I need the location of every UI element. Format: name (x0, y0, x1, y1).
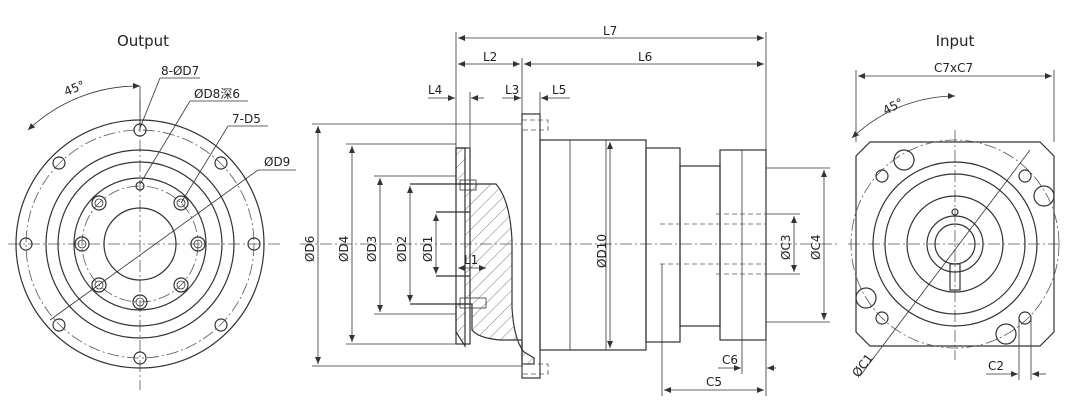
output-title: Output (117, 32, 169, 50)
input-corner-hole-tl (875, 169, 889, 183)
outer-hole (133, 351, 147, 365)
input-hex-screw (1033, 185, 1055, 207)
input-hex-screw (893, 149, 915, 171)
inner-hole (176, 198, 186, 208)
input-corner-hole-br (1018, 311, 1032, 325)
l1-label: L1 (464, 253, 478, 267)
d5-label: 7-D5 (232, 112, 261, 126)
inner-hole (77, 239, 87, 249)
l5-label: L5 (552, 83, 566, 97)
c1-label: ØC1 (849, 351, 876, 380)
flange-plate (521, 113, 541, 379)
l4-label: L4 (428, 83, 442, 97)
inner-hole (132, 294, 148, 310)
output-inner-holes (74, 181, 206, 310)
output-angle-arc (27, 82, 141, 131)
c3-label: ØC3 (779, 235, 793, 260)
d3-label: ØD3 (365, 236, 379, 262)
d2-label: ØD2 (395, 236, 409, 262)
input-bolt-circle (850, 139, 1060, 349)
d7-label: 8-ØD7 (161, 64, 199, 78)
d9-leader (49, 169, 259, 321)
horizontal-dims: L7 L2 L6 L4 L3 L5 (428, 24, 767, 150)
input-ring-mid (884, 173, 1026, 315)
housing-ring (645, 147, 681, 343)
c2-label: C2 (988, 359, 1004, 373)
d6-label: ØD6 (303, 236, 317, 262)
inner-hole (135, 181, 145, 191)
input-clamp-screw (951, 208, 959, 216)
input-ring-outer (872, 161, 1038, 327)
flange-hole-bot (521, 363, 549, 375)
input-ring-inner (906, 195, 1004, 293)
output-ring-d2 (73, 177, 207, 311)
output-flange-section (455, 147, 535, 365)
output-ring-d3 (57, 161, 223, 327)
input-flange (719, 149, 767, 341)
inner-hole (173, 195, 189, 211)
d7-leader (139, 77, 161, 129)
inner-hole (91, 277, 107, 293)
outer-hole (214, 318, 228, 332)
c6-label: C6 (722, 353, 738, 367)
side-screw-top (459, 179, 477, 191)
input-title: Input (936, 32, 975, 50)
outer-hole (19, 237, 33, 251)
l7-label: L7 (603, 24, 617, 38)
d10-label: ØD10 (595, 234, 609, 268)
inner-hole (91, 195, 107, 211)
output-shaft-body (455, 147, 471, 345)
d1-label: ØD1 (421, 236, 435, 262)
vertical-dims: ØD6 ØD4 ØD3 ØD2 ØD1 ØD10 ØC3 ØC4 (303, 123, 830, 367)
output-inner-bolt-circle (81, 185, 199, 303)
housing-main (539, 139, 647, 351)
adapter-neck (679, 165, 721, 327)
input-clamp-ring (926, 215, 984, 273)
inner-hole (94, 198, 104, 208)
inner-hole (190, 236, 206, 252)
l3-label: L3 (505, 83, 519, 97)
input-view: Input C7xC7 45° ØC1 (848, 32, 1062, 380)
output-ring-d4 (45, 149, 235, 339)
d4-label: ØD4 (337, 236, 351, 262)
input-hex-screw (995, 323, 1017, 345)
d8-label: ØD8深6 (194, 87, 240, 101)
input-square-flange (855, 141, 1055, 347)
output-ring-d1 (103, 207, 177, 281)
input-hex-screw (855, 287, 877, 309)
flange-hole-top (521, 119, 549, 131)
c1-leader (859, 149, 1031, 377)
inner-hole (74, 236, 90, 252)
inner-hole (135, 297, 145, 307)
inner-hole (173, 277, 189, 293)
output-view: Output (8, 32, 296, 390)
input-corner-hole-tr (1018, 169, 1032, 183)
outer-hole (214, 156, 228, 170)
inner-hole (176, 280, 186, 290)
l2-label: L2 (483, 50, 497, 64)
d9-label: ØD9 (264, 155, 290, 169)
c5-label: C5 (706, 375, 722, 389)
d5-leader (180, 125, 229, 204)
inner-hole (94, 280, 104, 290)
outer-hole (52, 156, 66, 170)
input-angle-arc (851, 93, 956, 139)
outer-hole (52, 318, 66, 332)
input-angle-label: 45° (880, 95, 905, 117)
l6-label: L6 (638, 50, 652, 64)
c4-label: ØC4 (809, 235, 823, 260)
input-keyway (949, 263, 961, 291)
input-corner-hole-bl (875, 311, 889, 325)
side-view: ØD6 ØD4 ØD3 ØD2 ØD1 ØD10 ØC3 ØC4 (300, 24, 840, 396)
outer-hole (247, 237, 261, 251)
d8-leader (139, 100, 191, 185)
c7-label: C7xC7 (934, 61, 973, 75)
side-screw-bot (459, 297, 487, 309)
inner-hole (193, 239, 203, 249)
